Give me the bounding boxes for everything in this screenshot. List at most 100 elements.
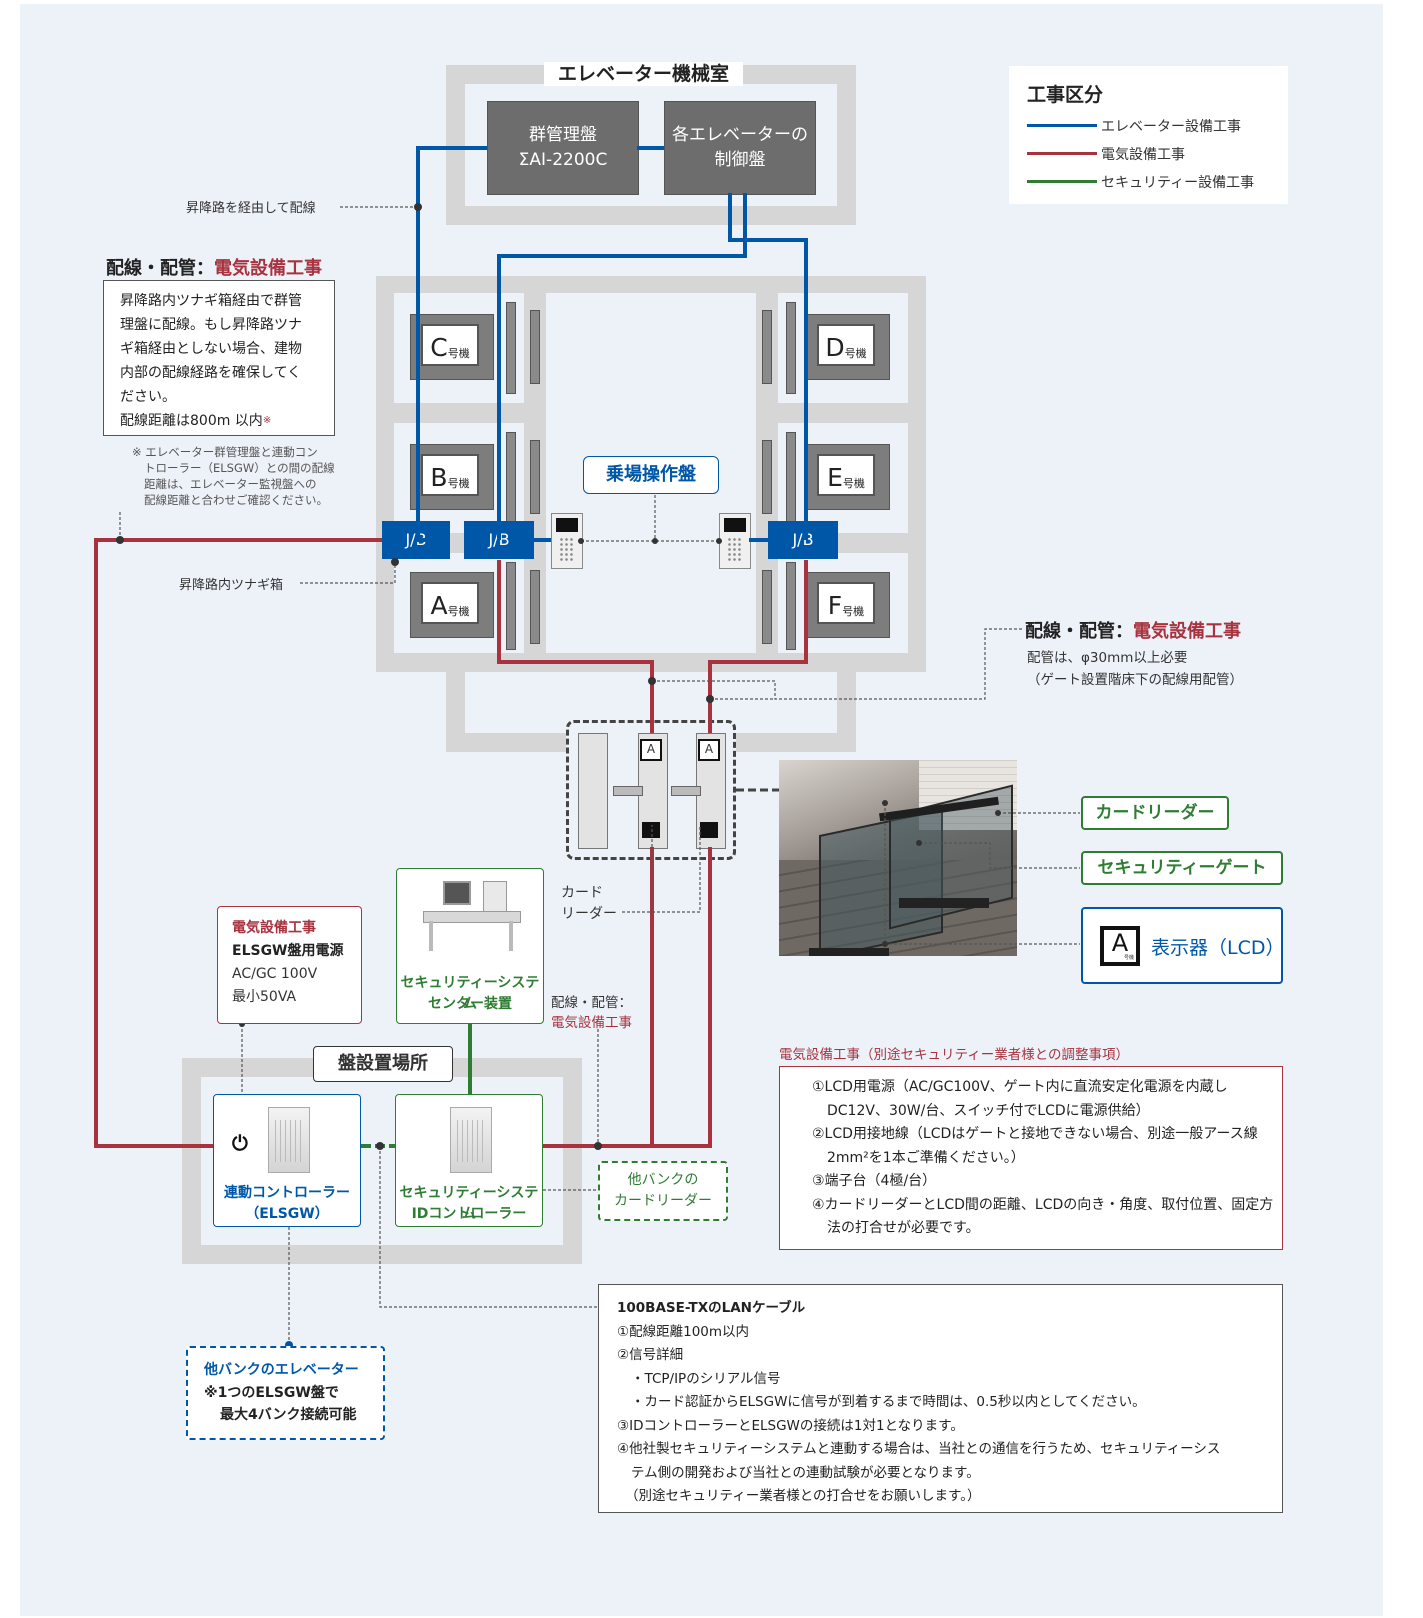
center-line1: セキュリティーシステム <box>400 975 540 1012</box>
left-note-mark: ※ <box>262 415 272 426</box>
junction-dot <box>594 1142 602 1150</box>
electrical-wire <box>650 847 712 1148</box>
legend-label-elevator: エレベーター設備工事 <box>1101 119 1241 135</box>
lan-notes-box: 100BASE-TXのLANケーブル ①配線距離100m以内 ②信号詳細 ・TC… <box>598 1284 1283 1513</box>
other-bank-elevator-line3: 最大4バンク接続可能 <box>220 1407 357 1423</box>
elevator-wiring <box>416 146 808 542</box>
card-reader-pad <box>700 822 718 838</box>
legend-label-electrical: 電気設備工事 <box>1101 147 1185 163</box>
leader-line <box>884 803 1080 945</box>
electrical-wiring <box>94 538 808 1148</box>
left-footnote: ※ エレベーター群管理盤と連動コン トローラー（ELSGW）との間の配線 距離は… <box>132 444 335 508</box>
right-wiring-title-prefix: 配線・配管： <box>1025 621 1133 642</box>
door-strip <box>786 562 796 650</box>
other-bank-elevator: 他バンクのエレベーター ※1つのELSGW盤で 最大4バンク接続可能 <box>186 1346 385 1440</box>
car-letter: A <box>430 591 448 620</box>
via-hoistway-label: 昇降路を経由して配線 <box>186 201 316 216</box>
junction-dot <box>995 810 1001 816</box>
junction-dot <box>716 538 722 544</box>
elevator-wire <box>497 193 747 540</box>
junction-dot <box>652 538 658 544</box>
right-wiring-title: 配線・配管：電気設備工事 <box>1025 617 1241 643</box>
car-suffix: 号機 <box>447 347 470 360</box>
lcd-display-badge: A 号機 表示器（LCD） <box>1081 907 1284 984</box>
junction-dot <box>648 677 656 685</box>
power-icon: ⏻ <box>232 1131 248 1155</box>
other-bank-reader-line2: カードリーダー <box>614 1193 712 1209</box>
electrical-note-line: ③端子台（4極/台） <box>812 1173 937 1189</box>
lan-note-line: （別途セキュリティー業者様との打合せをお願いします。） <box>625 1488 981 1504</box>
lan-note-line: ・TCP/IPのシリアル信号 <box>631 1370 781 1387</box>
elsgw-line2: （ELSGW） <box>245 1206 329 1222</box>
security-gate-photo <box>779 760 1017 956</box>
right-wiring-line2: （ゲート設置階床下の配線用配管） <box>1027 672 1243 688</box>
elsgw-line1: 連動コントローラー <box>224 1185 350 1201</box>
car-letter: E <box>827 463 843 492</box>
power-line2: ELSGW盤用電源 <box>232 943 344 959</box>
other-bank-elevator-line1: 他バンクのエレベーター <box>204 1362 359 1378</box>
door-strip <box>762 570 772 644</box>
electrical-note-line: 2mm²を1本ご準備ください。） <box>827 1149 1025 1166</box>
car-letter: D <box>825 333 845 362</box>
car-suffix: 号機 <box>447 605 470 618</box>
elevator-wire <box>728 193 808 540</box>
lan-note-line: ①配線距離100m以内 <box>617 1323 750 1340</box>
elsgw-controller: ⏻ 連動コントローラー （ELSGW） <box>213 1094 361 1227</box>
legend-line-elevator <box>1027 124 1097 127</box>
junction-dots <box>116 203 1001 1349</box>
car-suffix: 号機 <box>844 347 867 360</box>
left-note-line: 配線距離は800m 以内 <box>120 413 263 429</box>
car-letter: B <box>430 463 448 492</box>
electrical-wire <box>497 560 654 733</box>
mid-wiring-line1: 配線・配管： <box>551 995 632 1011</box>
car-letter: C <box>430 333 448 362</box>
legend-label-security: セキュリティー設備工事 <box>1101 175 1255 191</box>
electrical-note-line: ②LCD用接地線（LCDはゲートと接地できない場合、別途一般アース線 <box>812 1126 1258 1142</box>
elsgw-power-box: 電気設備工事 ELSGW盤用電源 AC/GC 100V 最小50VA <box>217 906 362 1024</box>
footnote-line: トローラー（ELSGW）との間の配線 <box>144 461 335 475</box>
left-note-line: ださい。 <box>120 389 176 405</box>
door-strip <box>530 570 540 644</box>
electrical-wire <box>94 538 382 1148</box>
gate-arm <box>613 786 643 796</box>
other-bank-card-reader: 他バンクの カードリーダー <box>598 1161 728 1221</box>
security-center-unit: セキュリティーシステム センター装置 <box>396 868 544 1024</box>
panel-location-title: 盤設置場所 <box>313 1046 453 1082</box>
gate-arm <box>671 786 701 796</box>
other-bank-elevator-line2: ※1つのELSGW盤で <box>204 1385 339 1401</box>
power-line3: AC/GC 100V <box>232 966 318 982</box>
door-strip <box>506 562 516 650</box>
mid-wiring-line2: 電気設備工事 <box>551 1015 632 1031</box>
card-reader-label-line1: カード <box>561 885 603 901</box>
footnote-line: 配線距離と合わせご確認ください。 <box>144 493 328 507</box>
legend-title: 工事区分 <box>1027 84 1104 106</box>
door-strip <box>762 440 772 514</box>
elevator-control-panel: 各エレベーターの 制御盤 <box>664 101 816 195</box>
junction-dot <box>916 840 922 846</box>
elevator-control-panel-line1: 各エレベーターの <box>672 125 808 145</box>
leader-line <box>652 628 1022 700</box>
right-wiring-title-highlight: 電気設備工事 <box>1133 621 1241 642</box>
left-note-line: 昇降路内ツナギ箱経由で群管 <box>120 293 302 309</box>
junction-box: J/B <box>768 521 838 559</box>
machine-room-title: エレベーター機械室 <box>544 62 744 86</box>
legend-line-electrical <box>1027 152 1097 155</box>
id-controller: セキュリティーシステム IDコントローラー <box>395 1094 543 1227</box>
electrical-note-line: 法の打合せが必要です。 <box>827 1220 980 1236</box>
electrical-note-line: DC12V、30W/台、スイッチ付でLCDに電源供給） <box>827 1102 1150 1119</box>
electrical-notes-box: ①LCD用電源（AC/GC100V、ゲート内に直流安定化電源を内蔵し DC12V… <box>779 1066 1283 1250</box>
junction-dot <box>391 558 399 566</box>
lan-note-line: ②信号詳細 <box>617 1347 684 1363</box>
door-strip <box>506 302 516 394</box>
car-letter: F <box>827 591 843 620</box>
id-controller-line2: IDコントローラー <box>411 1206 527 1222</box>
junction-dot <box>706 695 714 703</box>
other-bank-reader-line1: 他バンクの <box>627 1172 699 1188</box>
computer-desk-icon <box>423 881 521 951</box>
